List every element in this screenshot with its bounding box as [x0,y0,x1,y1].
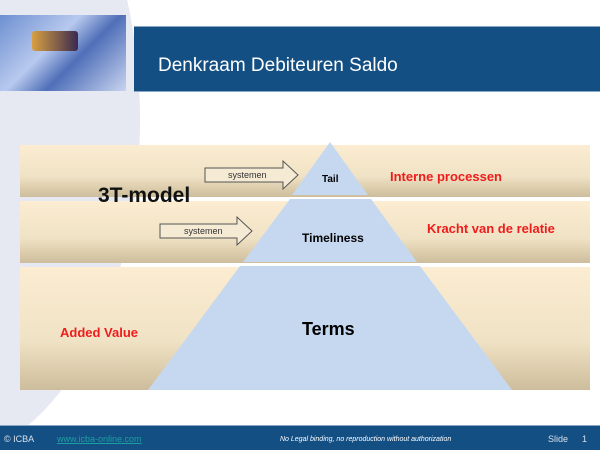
footer: © ICBA www.icba-online.com No Legal bind… [0,425,600,450]
ship-image [32,31,78,51]
side-label-added-value: Added Value [60,325,139,340]
level-timeliness: Timeliness [302,231,364,245]
disclaimer: No Legal binding, no reproduction withou… [280,436,452,443]
arrow-label-1: systemen [228,170,267,180]
level-tail: Tail [322,174,339,185]
arrow-label-2: systemen [184,226,223,236]
copyright: © ICBA [4,434,35,444]
website-link[interactable]: www.icba-online.com [57,434,142,444]
slide-number: 1 [582,434,588,444]
slide-label: Slide [548,434,569,444]
title-banner: Denkraam Debiteuren Saldo [134,26,600,92]
arrow-shape-2 [159,215,253,247]
header-photo [0,15,126,91]
side-label-kracht: Kracht van de relatie [427,221,555,236]
pyramid-timeliness [243,199,417,262]
model-label: 3T-model [98,184,191,207]
slide-title: Denkraam Debiteuren Saldo [158,55,398,76]
arrow-shape-1 [204,159,299,191]
side-label-interne: Interne processen [390,169,502,184]
pyramid-tail [292,142,368,195]
pyramid-terms [148,266,512,390]
level-terms: Terms [302,319,355,339]
